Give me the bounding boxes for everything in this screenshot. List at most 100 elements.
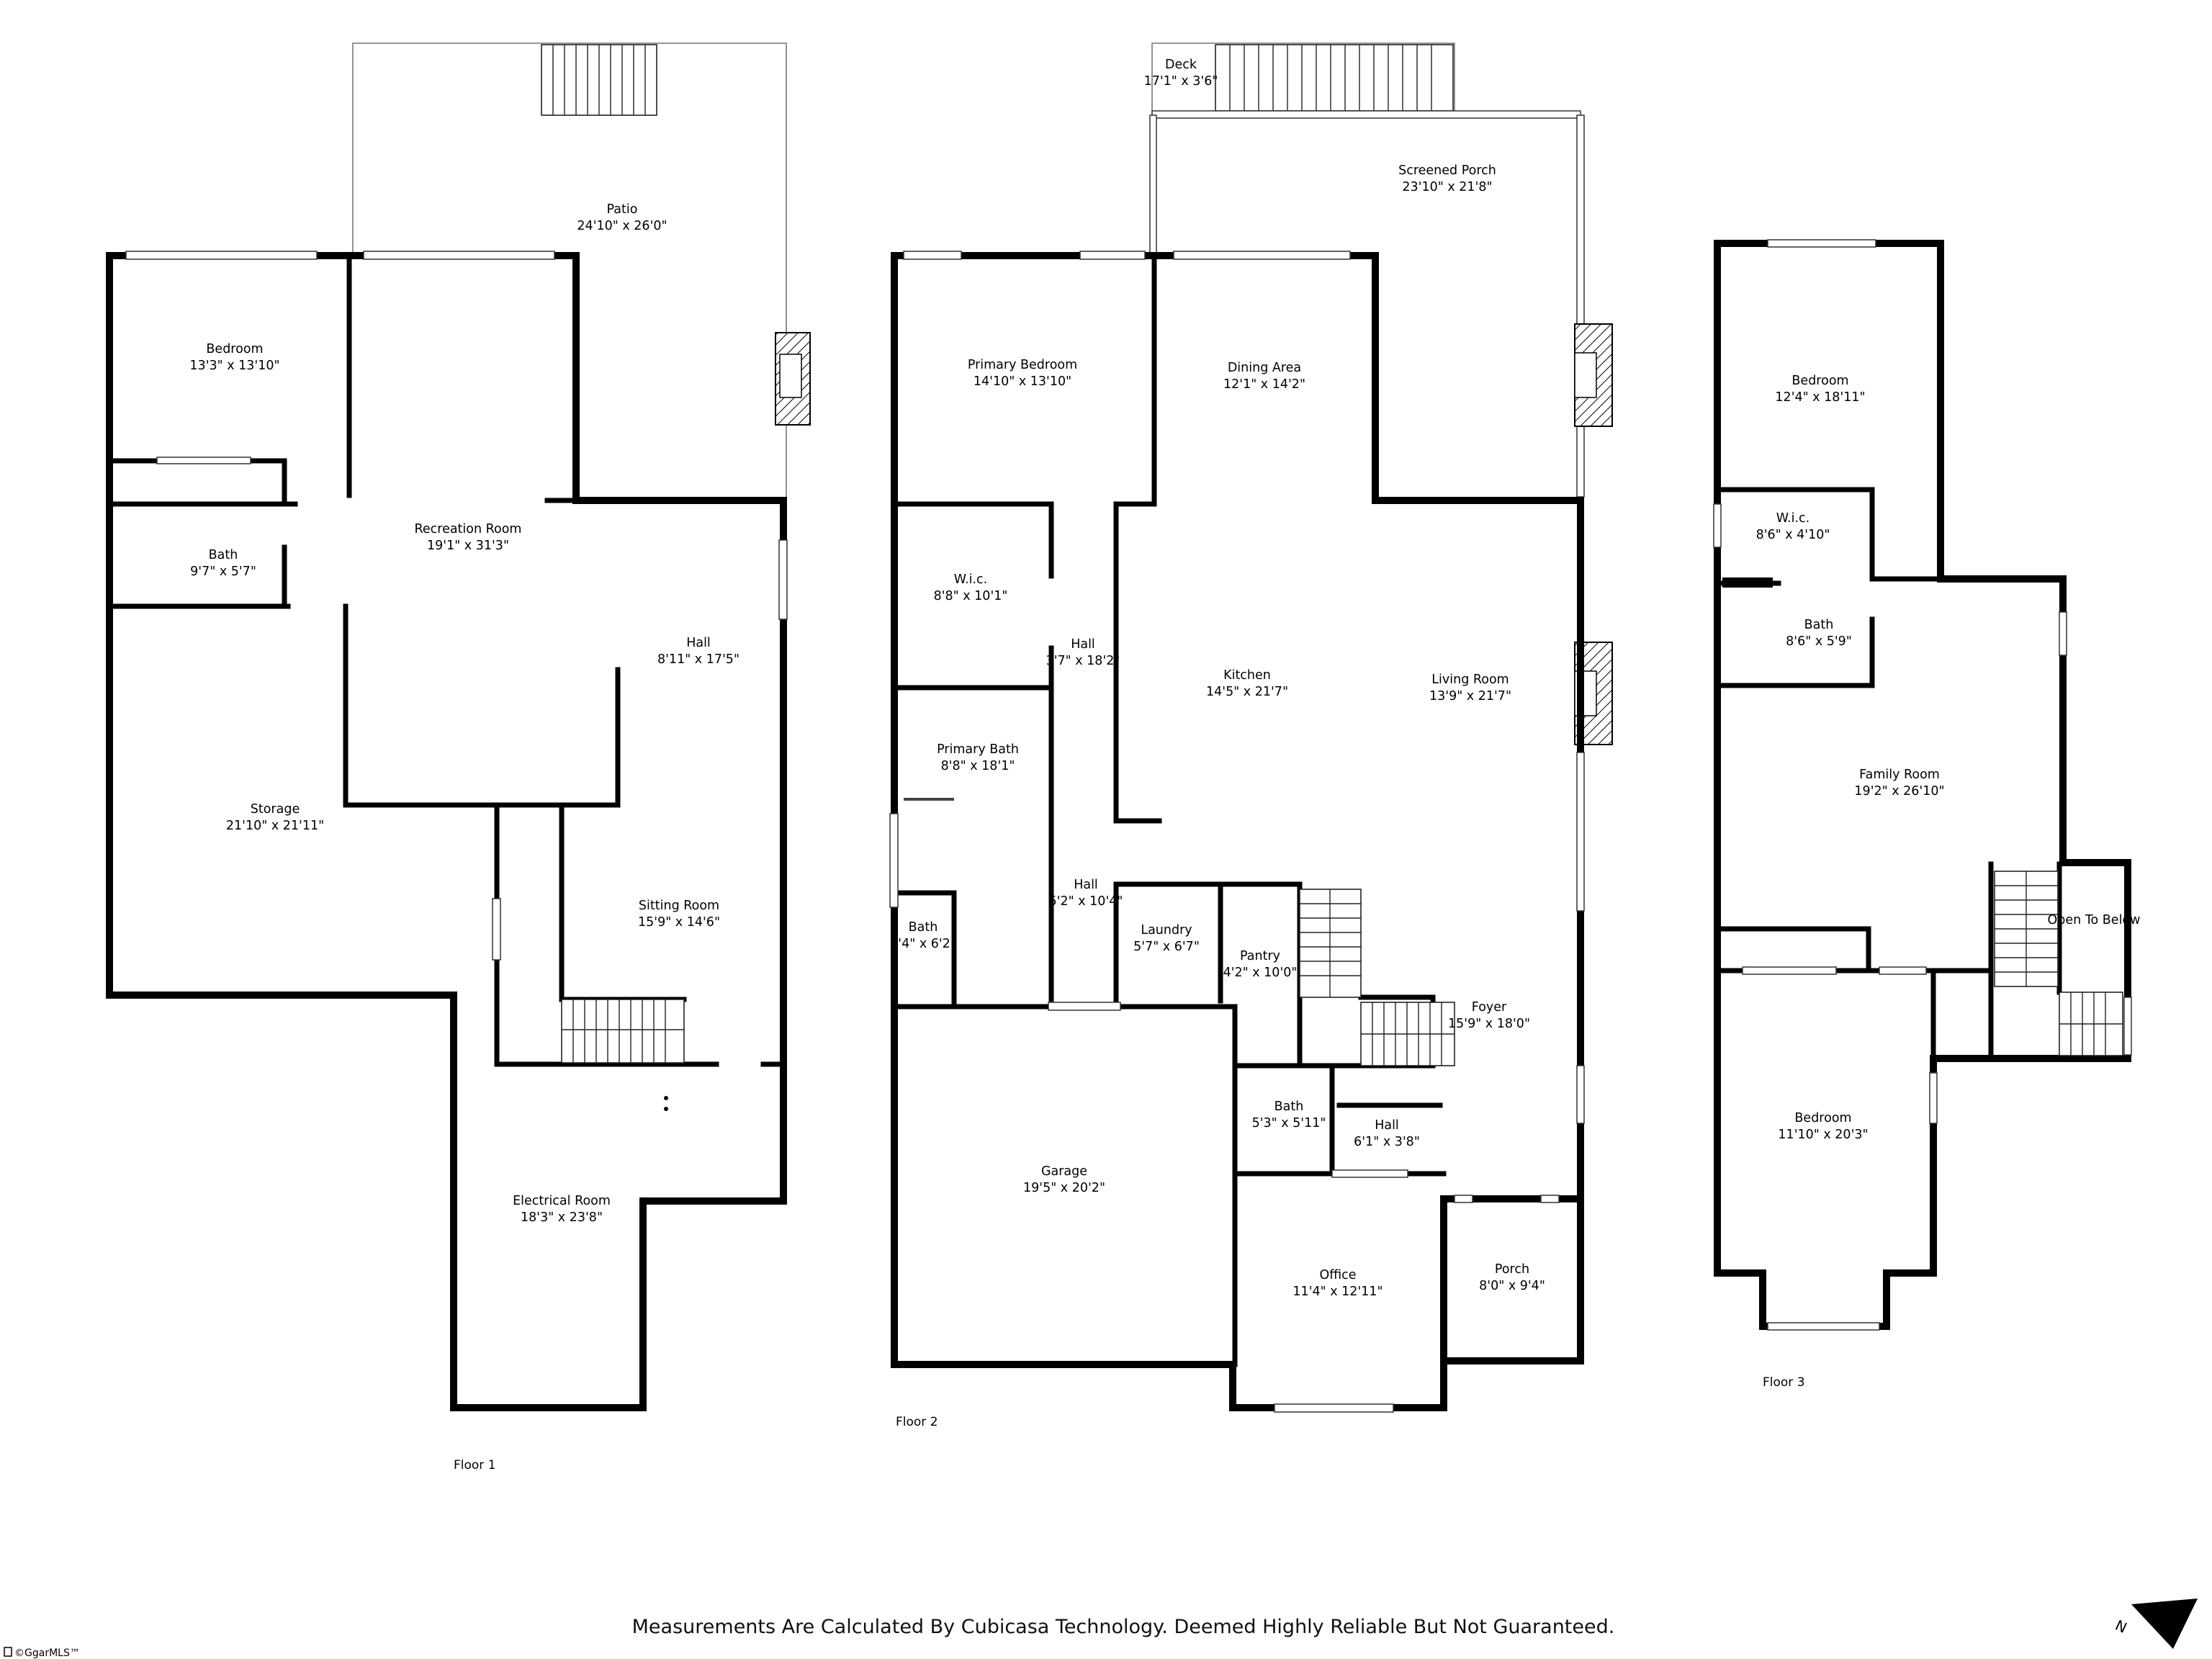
room-label-screened-porch: Screened Porch 23'10" x 21'8" [1398, 163, 1496, 194]
svg-text:15'9" x 18'0": 15'9" x 18'0" [1448, 1017, 1530, 1031]
svg-text:19'5" x 20'2": 19'5" x 20'2" [1023, 1181, 1105, 1195]
foyer-stair-treads-lower [1361, 1002, 1455, 1066]
room-label-wic: W.i.c. 8'8" x 10'1" [934, 572, 1008, 603]
svg-text:8'0" x 9'4": 8'0" x 9'4" [1479, 1279, 1545, 1293]
room-label-deck: Deck 17'1" x 3'6" [1144, 58, 1218, 89]
room-label-porch: Porch 8'0" x 9'4" [1479, 1262, 1545, 1293]
svg-text:Screened Porch: Screened Porch [1398, 163, 1496, 178]
svg-text:15'9" x 14'6": 15'9" x 14'6" [638, 915, 720, 930]
svg-text:13'3" x 13'10": 13'3" x 13'10" [189, 359, 279, 373]
room-label-hall-3: Hall 6'1" x 3'8" [1354, 1118, 1420, 1149]
svg-text:12'1" x 14'2": 12'1" x 14'2" [1223, 377, 1305, 392]
svg-text:Pantry: Pantry [1240, 949, 1280, 963]
svg-text:8'11" x 17'5": 8'11" x 17'5" [657, 652, 739, 667]
room-label-bath-2: Bath 5'3" x 5'11" [1252, 1100, 1326, 1130]
disclaimer-text: Measurements Are Calculated By Cubicasa … [632, 1616, 1615, 1638]
svg-text:5'2" x 10'4": 5'2" x 10'4" [1049, 894, 1123, 909]
svg-text:18'3" x 23'8": 18'3" x 23'8" [521, 1210, 603, 1225]
room-label-laundry: Laundry 5'7" x 6'7" [1133, 923, 1200, 954]
room-label-open-to-below: Open To Below [2048, 913, 2141, 927]
svg-text:5'3" x 5'11": 5'3" x 5'11" [1252, 1116, 1326, 1130]
wall-block [1722, 577, 1773, 588]
svg-text:14'5" x 21'7": 14'5" x 21'7" [1206, 685, 1288, 699]
svg-text:Primary Bedroom: Primary Bedroom [968, 358, 1077, 372]
deck-stairs [1215, 44, 1454, 112]
room-label-recreation-room: Recreation Room 19'1" x 31'3" [415, 522, 522, 553]
floor-2-label: Floor 2 [896, 1415, 938, 1429]
svg-text:14'10" x 13'10": 14'10" x 13'10" [974, 374, 1071, 389]
room-label-dining-area: Dining Area 12'1" x 14'2" [1223, 361, 1305, 392]
room-label-hall: Hall 3'7" x 18'2" [1046, 637, 1120, 668]
svg-text:Bath: Bath [209, 548, 238, 562]
svg-text:Hall: Hall [1074, 878, 1098, 892]
svg-text:Storage: Storage [251, 802, 300, 817]
house-icon [4, 1647, 12, 1657]
foyer-stair-treads [1300, 889, 1361, 997]
svg-text:Primary Bath: Primary Bath [937, 742, 1019, 757]
sitting-room-stairs [561, 999, 685, 1064]
compass-north-label: N [2113, 1617, 2130, 1637]
room-label-electrical-room: Electrical Room 18'3" x 23'8" [513, 1194, 611, 1225]
floor-2-plan: Deck 17'1" x 3'6" Screened Porch 23'10" … [889, 42, 1613, 1429]
svg-text:Hall: Hall [1071, 637, 1095, 652]
room-label-family-room: Family Room 19'2" x 26'10" [1854, 768, 1944, 799]
svg-text:Deck: Deck [1165, 58, 1197, 72]
svg-text:W.i.c.: W.i.c. [1776, 511, 1809, 526]
floor-2-room-labels: Deck 17'1" x 3'6" Screened Porch 23'10" … [890, 58, 1545, 1299]
svg-text:Foyer: Foyer [1472, 1000, 1507, 1015]
electrical-marker [664, 1096, 668, 1100]
room-label-garage: Garage 19'5" x 20'2" [1023, 1164, 1105, 1195]
svg-text:Sitting Room: Sitting Room [639, 899, 719, 913]
svg-text:Porch: Porch [1495, 1262, 1529, 1277]
room-label-bedroom-upper: Bedroom 12'4" x 18'11" [1775, 374, 1865, 405]
svg-text:Bedroom: Bedroom [1794, 1111, 1851, 1125]
svg-text:5'7" x 6'7": 5'7" x 6'7" [1133, 940, 1200, 954]
svg-text:Bath: Bath [1274, 1100, 1304, 1114]
room-label-bedroom: Bedroom 13'3" x 13'10" [189, 342, 279, 373]
svg-text:Kitchen: Kitchen [1223, 668, 1271, 683]
compass: N [2113, 1599, 2198, 1649]
svg-text:8'6" x 4'10": 8'6" x 4'10" [1756, 528, 1830, 542]
floor-3-stair-treads [1995, 871, 2058, 986]
room-label-storage: Storage 21'10" x 21'11" [226, 802, 324, 833]
floor-1-room-labels: Patio 24'10" x 26'0" Bedroom 13'3" x 13'… [189, 202, 739, 1225]
svg-text:Bath: Bath [909, 920, 938, 935]
mls-watermark: ©GgarMLS™ [4, 1647, 80, 1659]
svg-text:13'9" x 21'7": 13'9" x 21'7" [1429, 689, 1511, 703]
svg-text:8'8" x 10'1": 8'8" x 10'1" [934, 589, 1008, 603]
fireplace-box [779, 354, 802, 398]
patio-outline [352, 42, 787, 497]
svg-text:8'8" x 18'1": 8'8" x 18'1" [941, 759, 1015, 773]
svg-text:Office: Office [1319, 1268, 1356, 1282]
svg-text:Hall: Hall [1375, 1118, 1399, 1133]
room-label-bath: Bath 3'4" x 6'2" [890, 920, 956, 951]
svg-text:Dining Area: Dining Area [1228, 361, 1301, 375]
svg-text:Bedroom: Bedroom [1791, 374, 1848, 388]
svg-text:Recreation Room: Recreation Room [415, 522, 522, 536]
floor-1-windows [125, 251, 788, 961]
svg-text:17'1" x 3'6": 17'1" x 3'6" [1144, 74, 1218, 89]
svg-text:W.i.c.: W.i.c. [954, 572, 987, 587]
svg-text:19'2" x 26'10": 19'2" x 26'10" [1854, 784, 1944, 799]
svg-text:Bedroom: Bedroom [206, 342, 263, 356]
svg-text:9'7" x 5'7": 9'7" x 5'7" [190, 565, 256, 579]
patio-stair-treads [552, 45, 646, 115]
svg-text:4'2" x 10'0": 4'2" x 10'0" [1223, 966, 1298, 980]
floor-2-windows [889, 251, 1585, 1413]
svg-text:Open To Below: Open To Below [2048, 913, 2141, 927]
floor-3-windows [1713, 239, 2132, 1331]
floor-1-plan: Patio 24'10" x 26'0" Bedroom 13'3" x 13'… [106, 42, 811, 1473]
room-label-primary-bath: Primary Bath 8'8" x 18'1" [937, 742, 1019, 773]
floor-3-room-labels: Bedroom 12'4" x 18'11" W.i.c. 8'6" x 4'1… [1756, 374, 2141, 1142]
room-label-kitchen: Kitchen 14'5" x 21'7" [1206, 668, 1288, 699]
room-label-bath: Bath 8'6" x 5'9" [1786, 618, 1852, 649]
svg-text:3'4" x 6'2": 3'4" x 6'2" [890, 937, 956, 951]
room-label-sitting-room: Sitting Room 15'9" x 14'6" [638, 899, 720, 930]
room-label-primary-bedroom: Primary Bedroom 14'10" x 13'10" [968, 358, 1077, 389]
svg-text:Family Room: Family Room [1859, 768, 1940, 782]
room-label-bath: Bath 9'7" x 5'7" [190, 548, 256, 579]
svg-text:Hall: Hall [686, 636, 711, 650]
watermark-text: ©GgarMLS™ [14, 1647, 80, 1659]
floor-2-exterior-wall [891, 252, 1584, 1411]
svg-text:8'6" x 5'9": 8'6" x 5'9" [1786, 634, 1852, 649]
